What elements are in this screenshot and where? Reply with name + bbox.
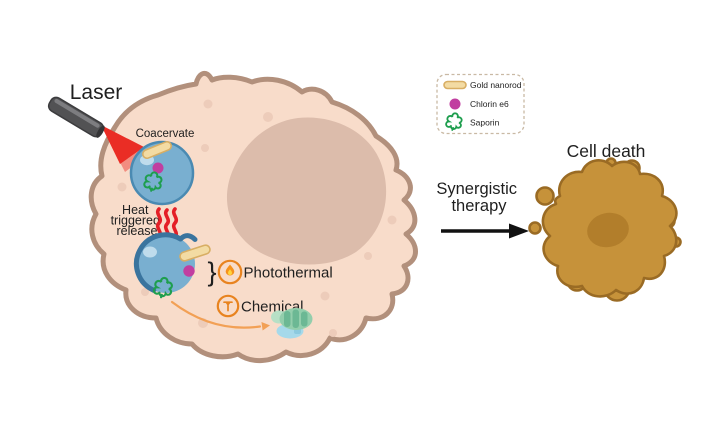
apoptotic-bleb [535,186,555,206]
brace: } [207,257,216,287]
coacervate-intact: Coacervate [129,128,195,206]
ribosome-stripe [301,311,308,327]
released-chlorin-e6-icon [183,265,195,277]
photothermal-label: Photothermal [244,265,333,282]
laser-tip [96,125,105,138]
dead-cell-nucleus [587,212,629,248]
legend-label: Gold nanorod [470,80,522,90]
therapy-annotations: } Photothermal Chemical [170,257,333,331]
legend-item-gold-nanorod: Gold nanorod [443,80,522,90]
gold-nanorod-icon [443,80,467,90]
legend-label: Saporin [470,118,500,128]
synergistic-label: Synergistic therapy [436,180,521,215]
chemical-pathway-arrow [170,300,262,329]
cell-death-label: Cell death [567,141,646,161]
synergistic-therapy: Synergistic therapy [436,180,529,239]
laser-pointer-icon [47,96,105,138]
synergistic-line1: Synergistic [436,180,517,198]
laser-label: Laser [70,81,123,104]
flame-inner-icon [228,269,232,275]
synergistic-line2: therapy [451,197,507,215]
cell-nucleus [226,117,387,265]
coacervate-ruptured [133,232,211,299]
coacervate-label: Coacervate [136,128,195,140]
chlorin-e6-icon [152,162,164,174]
heat-line1: Heat [122,203,149,217]
ribosome-stripe [284,311,291,327]
chemical-ring-icon [216,294,240,318]
toxin-funnel-icon [225,302,231,306]
dead-cell: Cell death [528,141,682,302]
legend-label: Chlorin e6 [470,99,509,109]
laser-beam-icon [101,125,144,164]
ruptured-vesicle-membrane [133,232,183,293]
chlorin-e6-icon [449,98,461,110]
legend-item-saporin: Saporin [445,112,500,131]
photothermal-badge: Photothermal [217,259,333,285]
heat-line3: release [117,224,158,238]
ruptured-membrane-flap [178,233,198,242]
ribosome-stripe [292,309,299,328]
legend-item-chlorin-e6: Chlorin e6 [449,98,509,110]
cytoplasm-speckles [117,99,397,337]
chemical-arrowhead-icon [261,322,270,331]
gold-nanorod-icon [141,140,173,160]
laser-sheen [54,98,100,128]
heat-release-label: Heat triggered release [111,203,164,238]
ribosome [271,308,313,339]
therapy-arrowhead-icon [509,223,529,239]
heat-line2: triggered [111,214,160,228]
photothermal-ring-icon [217,259,243,285]
apoptotic-bleb [528,221,542,235]
vesicle-highlight [143,246,157,258]
legend: Gold nanorod Chlorin e6 Saporin [436,73,525,135]
